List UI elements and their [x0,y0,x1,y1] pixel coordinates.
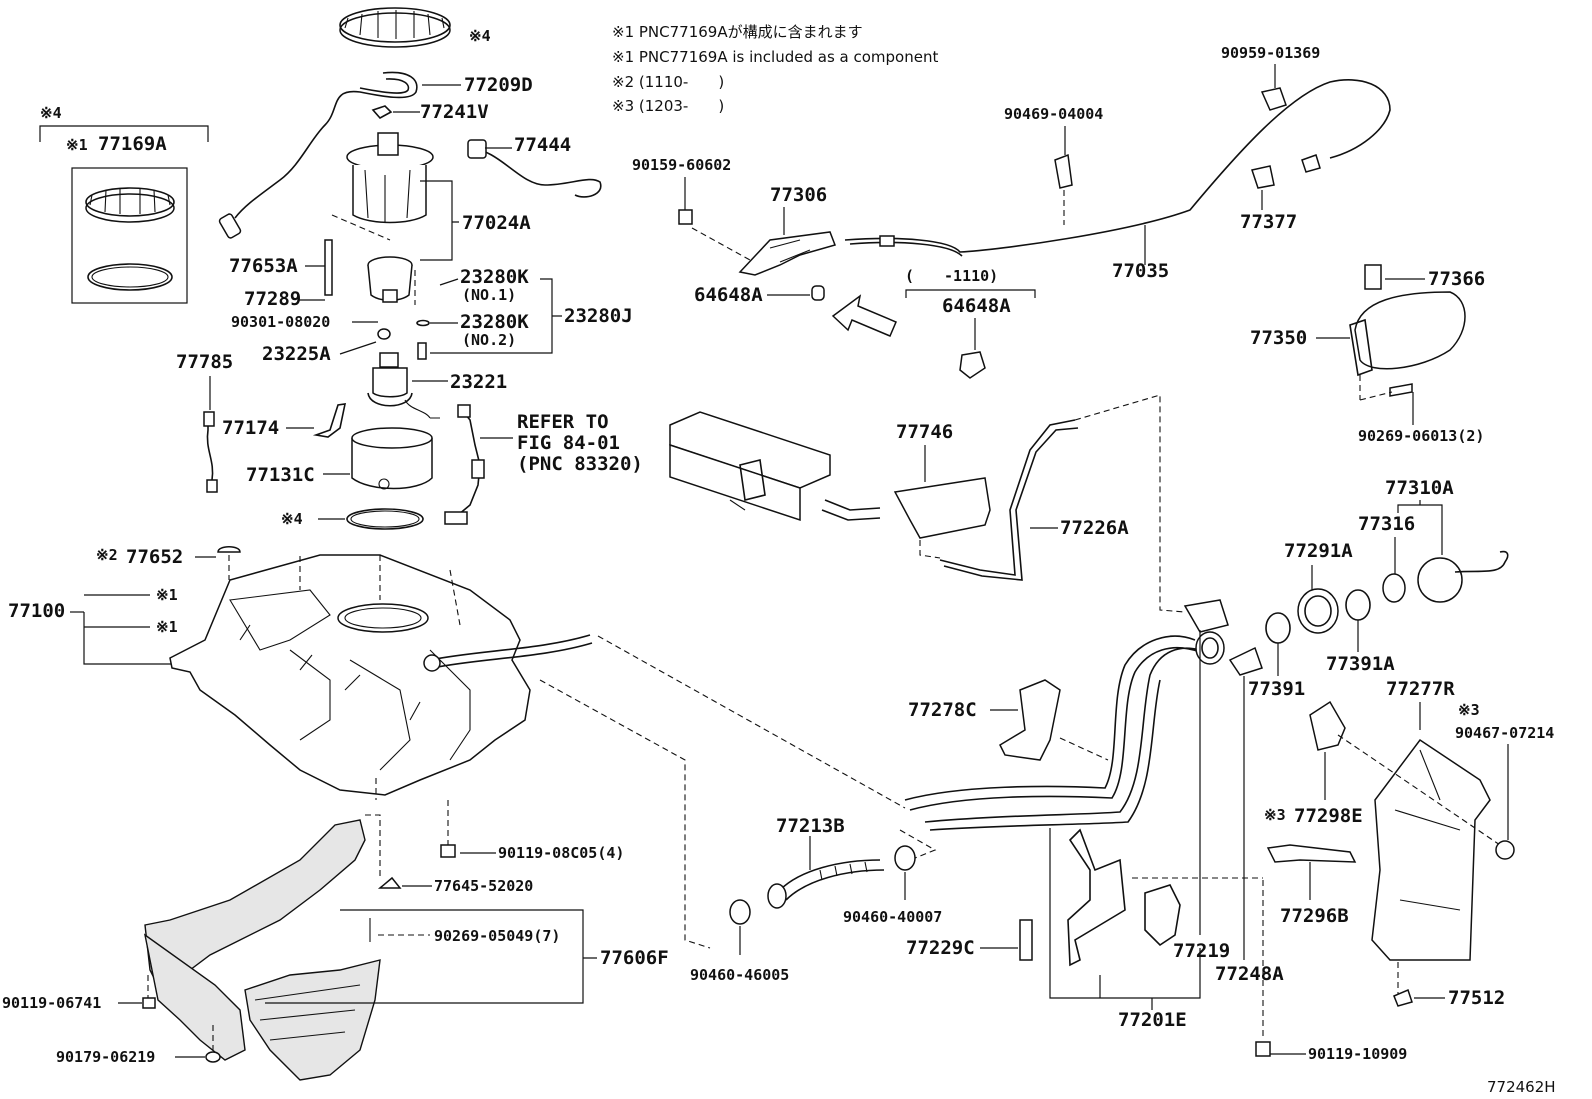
label-77785: 77785 [176,351,233,373]
label-77645-52020: 77645-52020 [434,877,533,895]
label-23280K-no1: 23280K [460,266,529,288]
label-77100: 77100 [8,600,65,622]
label-90469-04004: 90469-04004 [1004,105,1103,123]
label-90959-01369: 90959-01369 [1221,44,1320,62]
fuel-lid-group: 77366 77350 90269-06013(2) [1250,264,1485,445]
label-90119-06741: 90119-06741 [2,994,101,1012]
fuel-lid-opener-group: 90159-60602 77306 64648A ( -1110) 64648A… [632,44,1391,379]
label-23221: 23221 [450,371,507,393]
label-90269-06013: 90269-06013(2) [1358,427,1484,445]
note-line-1: ※1 PNC77169Aが構成に含まれます [612,23,863,41]
mark-1-b: ※1 [156,618,178,636]
kit-77169A: ※4 ※1 77169A [39,104,209,304]
notes: ※1 PNC77169Aが構成に含まれます ※1 PNC77169A is in… [612,23,938,115]
label-77296B: 77296B [1280,905,1349,927]
mark-3-b: ※3 [1458,701,1480,719]
label-90460-40007: 90460-40007 [843,908,942,926]
label-77024A: 77024A [462,212,531,234]
label-77306: 77306 [770,184,827,206]
note-line-4: ※3 (1203- ) [612,97,724,115]
mark-2: ※2 [96,546,118,564]
label-23280J: 23280J [564,305,633,327]
label-77248A: 77248A [1215,963,1284,985]
label-77316: 77316 [1358,513,1415,535]
mark-4-gasket: ※4 [281,510,303,528]
label-77035: 77035 [1112,260,1169,282]
label-90269-05049: 90269-05049(7) [434,927,560,945]
label-77169A: 77169A [98,133,167,155]
label-77241V: 77241V [420,101,489,123]
label-77229C: 77229C [906,937,975,959]
fuel-pump-group: ※4 77209D 77241V 77444 77024A 77653A [176,7,643,530]
label-77278C: 77278C [908,699,977,721]
label-90119-08C05: 90119-08C05(4) [498,844,624,862]
mark-4-top: ※4 [469,27,491,45]
fuel-tank-group: ※2 77652 ※1 ※1 77100 [8,546,906,949]
filler-shield-group: ※3 77298E 77296B 77277R ※3 90467-07214 7… [1264,678,1554,1009]
note-line-2: ※1 PNC77169A is included as a component [612,48,938,66]
refer-line-1: REFER TO [517,411,609,433]
label-77652: 77652 [126,546,183,568]
refer-line-2: FIG 84-01 [517,432,620,454]
label-90119-10909: 90119-10909 [1308,1045,1407,1063]
label-77512: 77512 [1448,987,1505,1009]
label-90179-06219: 90179-06219 [56,1048,155,1066]
label-90460-46005: 90460-46005 [690,966,789,984]
under-cover-group: 77606F 90119-08C05(4) 77645-52020 90269-… [2,800,669,1081]
label-77377: 77377 [1240,211,1297,233]
label-77174: 77174 [222,417,279,439]
label-77289: 77289 [244,288,301,310]
mark-3-a: ※3 [1264,806,1286,824]
figure-id: 772462H [1487,1078,1556,1096]
label-77277R: 77277R [1386,678,1455,700]
label-1110: ( -1110) [905,267,998,285]
label-77201E: 77201E [1118,1009,1187,1031]
label-77350: 77350 [1250,327,1307,349]
label-77131C: 77131C [246,464,315,486]
label-77391: 77391 [1248,678,1305,700]
label-77219: 77219 [1173,940,1230,962]
label-77298E: 77298E [1294,805,1363,827]
label-77444: 77444 [514,134,571,156]
label-23280K-no2-suffix: (NO.2) [462,331,516,349]
note-line-3: ※2 (1110- ) [612,73,724,91]
label-77653A: 77653A [229,255,298,277]
label-77606F: 77606F [600,947,669,969]
filler-cap-group: 77310A 77316 77291A 77391A 77391 [1248,477,1509,700]
label-64648A: 64648A [694,284,763,306]
canister-group: 77746 77226A [669,394,1186,613]
label-77391A: 77391A [1326,653,1395,675]
label-23280K-no2: 23280K [460,311,529,333]
label-90467-07214: 90467-07214 [1455,724,1554,742]
label-77209D: 77209D [464,74,533,96]
mark-4-box: ※4 [40,104,62,122]
retainer-ring-drawing [339,7,451,48]
label-23280K-no1-suffix: (NO.1) [462,286,516,304]
label-77746: 77746 [896,421,953,443]
label-23225A: 23225A [262,343,331,365]
label-77366: 77366 [1428,268,1485,290]
mark-1-a: ※1 [156,586,178,604]
filler-pipe-group: 77278C 77213B 90460-40007 90460-46005 77… [690,599,1407,1063]
label-64648A-alt: 64648A [942,295,1011,317]
label-77213B: 77213B [776,815,845,837]
label-90159-60602: 90159-60602 [632,156,731,174]
refer-line-3: (PNC 83320) [517,453,643,475]
label-77226A: 77226A [1060,517,1129,539]
label-77310A: 77310A [1385,477,1454,499]
label-77291A: 77291A [1284,540,1353,562]
label-90301-08020: 90301-08020 [231,313,330,331]
mark-1-box: ※1 [66,136,88,154]
